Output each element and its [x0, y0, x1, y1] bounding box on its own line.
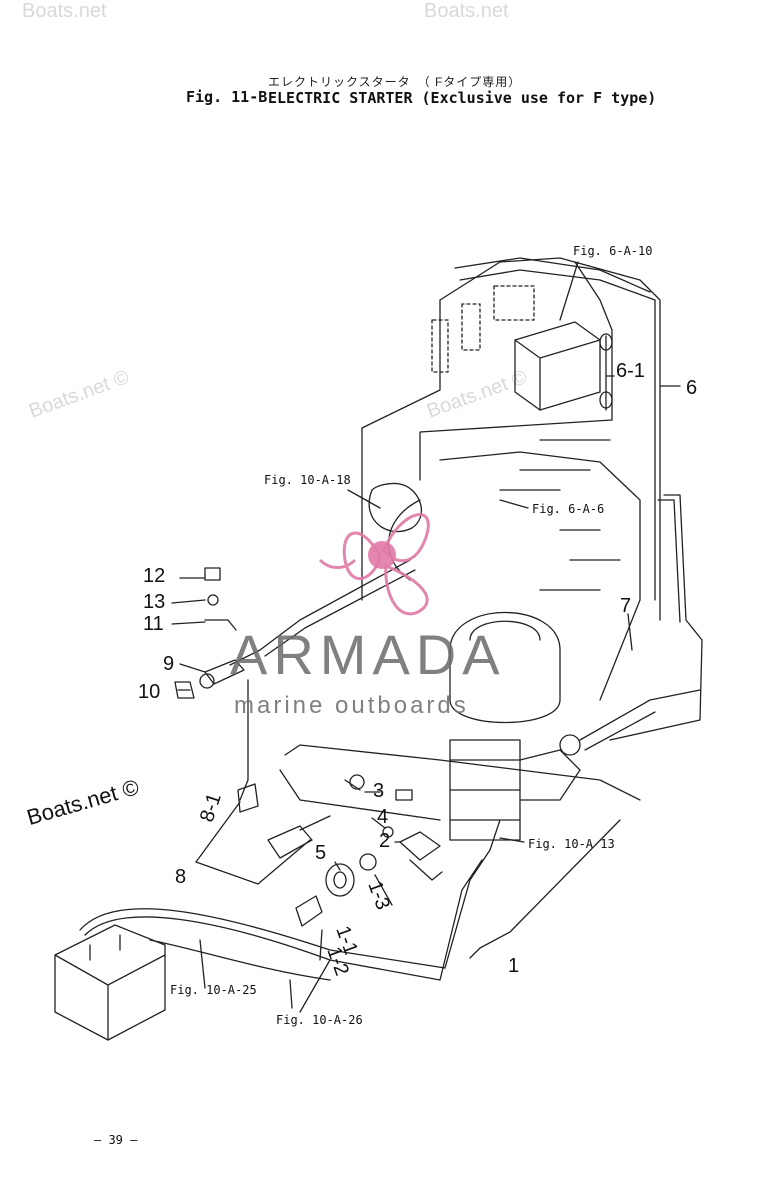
callout-1: 1 — [508, 955, 520, 977]
ref-fig-10a13: Fig. 10-A 13 — [528, 837, 615, 851]
ref-fig-10a26: Fig. 10-A-26 — [276, 1013, 363, 1027]
flywheel-outline — [449, 612, 561, 724]
ref-fig-10a25: Fig. 10-A-25 — [170, 983, 257, 997]
watermark-top-left: Boats.net — [22, 0, 107, 22]
callout-11: 11 — [143, 613, 164, 635]
japanese-title: エレクトリックスタータ （ Fタイプ専用） — [268, 75, 522, 89]
watermark-top-right: Boats.net — [424, 0, 509, 22]
callout-13: 13 — [143, 591, 166, 613]
callout-8: 8 — [175, 866, 187, 888]
battery — [54, 924, 166, 1041]
ref-fig-6a6: Fig. 6-A-6 — [532, 502, 605, 516]
figure-number: Fig. 11-B — [186, 88, 268, 106]
rectifier-box — [514, 321, 601, 411]
armada-logo-text: ARMADA — [230, 623, 506, 686]
callout-10: 10 — [138, 681, 161, 703]
page-number: — 39 — — [94, 1133, 138, 1147]
part-10-clip — [174, 681, 195, 699]
callout-2: 2 — [379, 830, 391, 852]
figure-title: ELECTRIC STARTER (Exclusive use for F ty… — [268, 89, 657, 107]
callout-12: 12 — [143, 565, 166, 587]
battery-cable-1 — [79, 908, 446, 969]
part-12-bolt — [204, 567, 221, 581]
panel-outline — [439, 257, 661, 621]
ignition-coil-outline — [368, 482, 422, 533]
part-9-cap — [204, 659, 245, 685]
ref-fig-10a18: Fig. 10-A-18 — [264, 473, 351, 487]
armada-logo-hub — [368, 541, 396, 569]
callout-9: 9 — [163, 653, 175, 675]
callout-6: 6 — [686, 377, 698, 399]
callout-7: 7 — [620, 595, 632, 617]
callout-4: 4 — [377, 806, 389, 828]
part-13-washer — [207, 594, 219, 606]
leader-fig-6a10 — [559, 261, 579, 321]
part-11-clamp — [204, 619, 237, 631]
starter-motor — [449, 739, 521, 841]
callout-3: 3 — [373, 780, 385, 802]
switch-8 — [267, 825, 313, 859]
armada-logo-tagline: marine outboards — [234, 692, 469, 719]
ref-fig-6a10: Fig. 6-A-10 — [573, 244, 653, 258]
callout-5: 5 — [315, 842, 327, 864]
callout-6-1: 6-1 — [616, 360, 645, 382]
